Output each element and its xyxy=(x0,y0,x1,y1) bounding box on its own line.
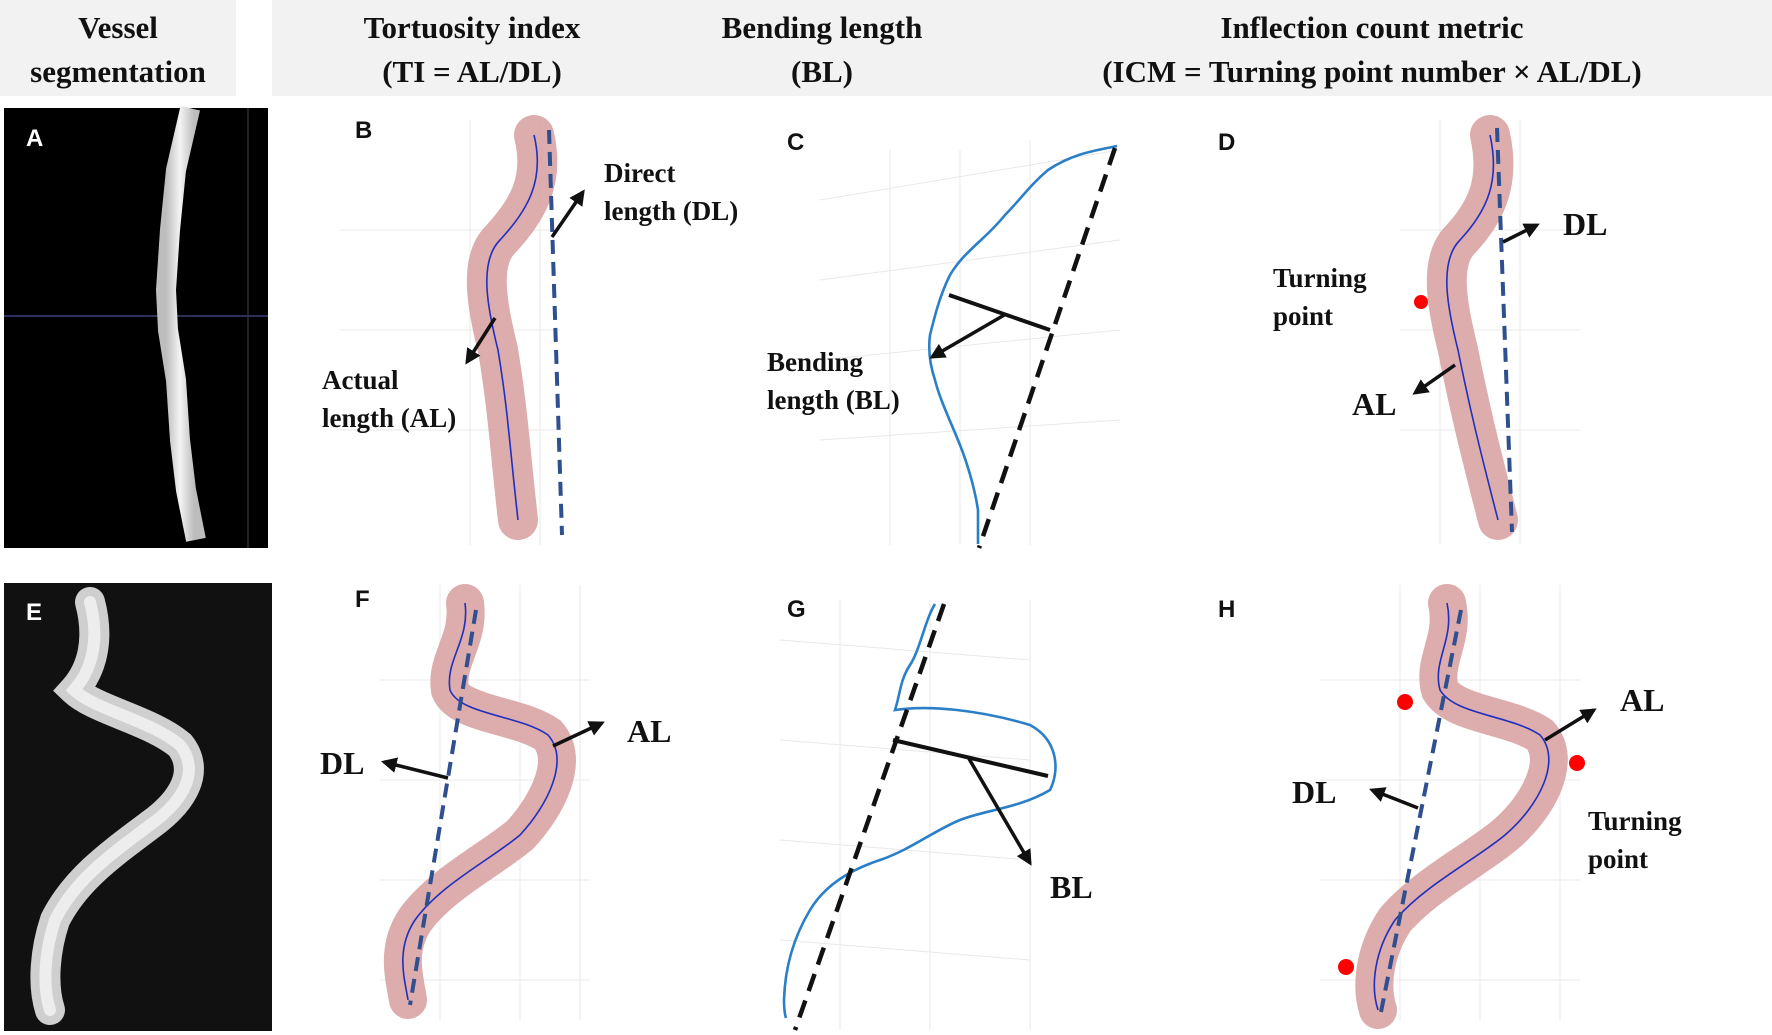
label-turning-point-h-line2: point xyxy=(1588,844,1648,874)
header-tortuosity: Tortuosity index (TI = AL/DL) xyxy=(272,0,672,96)
label-bending-length-c-line2: length (BL) xyxy=(767,385,900,415)
arrow-direct-b xyxy=(550,189,585,238)
label-bending-length-c: Bending length (BL) xyxy=(767,347,900,415)
panel-label-b: B xyxy=(355,117,372,144)
label-turning-point-d: Turning point xyxy=(1273,263,1373,331)
header-ti-line1: Tortuosity index xyxy=(363,10,581,45)
centerline-d xyxy=(1446,134,1499,521)
centerline-f xyxy=(402,602,558,1001)
label-turning-point-d-line2: point xyxy=(1273,301,1333,331)
header-seg-line1: Vessel xyxy=(78,10,158,45)
header-inflection: Inflection count metric (ICM = Turning p… xyxy=(972,0,1772,96)
direct-length-line-b xyxy=(547,129,564,536)
label-dl-h: DL xyxy=(1292,774,1336,810)
bending-perpendicular-c xyxy=(948,293,1051,332)
turning-point-h-3 xyxy=(1338,959,1354,975)
grid-g xyxy=(779,600,1031,1030)
turning-point-h-2 xyxy=(1569,755,1585,771)
arrow-dl-d xyxy=(1502,223,1540,244)
header-bl-line2: (BL) xyxy=(791,54,853,89)
panel-label-g: G xyxy=(787,596,806,623)
label-direct-length-b-line2: length (DL) xyxy=(604,196,738,226)
panel-label-a: A xyxy=(26,125,43,152)
label-dl-f: DL xyxy=(320,745,364,781)
label-turning-point-h-line1: Turning xyxy=(1588,806,1682,836)
panel-label-c: C xyxy=(787,129,804,156)
label-dl-d: DL xyxy=(1563,206,1607,242)
vessel-segmentation-a xyxy=(155,106,206,542)
label-direct-length-b-line1: Direct xyxy=(604,158,675,188)
arrow-bending-c xyxy=(929,312,1007,359)
arrow-al-h xyxy=(1544,708,1597,742)
panel-g: BL G xyxy=(779,596,1093,1031)
header-icm-line1: Inflection count metric xyxy=(1220,10,1524,45)
panel-f: DL AL F xyxy=(320,584,671,1020)
panel-label-e: E xyxy=(26,599,42,626)
vessel-curve-g xyxy=(782,603,1057,1019)
header-icm-line2: (ICM = Turning point number × AL/DL) xyxy=(1102,54,1642,89)
grid-c xyxy=(819,140,1121,545)
label-actual-length-b-line1: Actual xyxy=(322,365,399,395)
panel-c: Bending length (BL) C xyxy=(767,129,1121,549)
arrow-actual-b xyxy=(465,317,497,365)
arrow-al-d xyxy=(1412,363,1457,395)
label-actual-length-b: Actual length (AL) xyxy=(322,365,456,433)
label-al-d: AL xyxy=(1352,386,1396,422)
label-turning-point-h: Turning point xyxy=(1588,806,1688,874)
label-turning-point-d-line1: Turning xyxy=(1273,263,1367,293)
label-bl-g: BL xyxy=(1050,869,1093,905)
centerline-h xyxy=(1373,602,1550,1011)
panel-h: AL DL Turning point H xyxy=(1218,584,1688,1029)
turning-point-d xyxy=(1414,295,1428,309)
centerline-b xyxy=(486,134,539,521)
panel-e: E xyxy=(4,583,272,1031)
direct-length-line-h xyxy=(1379,609,1463,1013)
vessel-highlight-e xyxy=(39,596,195,1016)
arrow-dl-f xyxy=(380,757,449,780)
header-bl-line1: Bending length xyxy=(721,10,923,45)
label-al-h: AL xyxy=(1620,682,1664,718)
vessel-curve-c xyxy=(927,144,1118,544)
label-direct-length-b: Direct length (DL) xyxy=(604,158,738,226)
label-actual-length-b-line2: length (AL) xyxy=(322,403,456,433)
direct-line-c xyxy=(976,147,1118,549)
label-al-f: AL xyxy=(627,713,671,749)
direct-length-line-d xyxy=(1495,127,1514,533)
vessel-body-d xyxy=(1426,115,1518,540)
panel-b: Direct length (DL) Actual length (AL) B xyxy=(322,115,738,545)
panel-label-d: D xyxy=(1218,129,1235,156)
vessel-body-f xyxy=(383,584,576,1019)
panel-d: DL AL Turning point D xyxy=(1218,115,1607,545)
direct-line-g xyxy=(792,603,947,1031)
header-seg-line2: segmentation xyxy=(30,54,206,89)
arrow-dl-h xyxy=(1369,787,1419,810)
arrow-bending-g xyxy=(966,756,1032,866)
header-bending: Bending length (BL) xyxy=(672,0,972,96)
direct-length-line-f xyxy=(408,609,478,1006)
arrow-al-f xyxy=(552,721,605,748)
panel-label-f: F xyxy=(355,586,370,613)
vessel-body-h xyxy=(1355,584,1568,1029)
turning-point-h-1 xyxy=(1397,694,1413,710)
panel-a: A xyxy=(4,106,268,548)
header-ti-line2: (TI = AL/DL) xyxy=(382,54,562,89)
panel-label-h: H xyxy=(1218,596,1235,623)
header-segmentation: Vessel segmentation xyxy=(0,0,236,96)
segmentation-image-a xyxy=(4,108,268,548)
label-bending-length-c-line1: Bending xyxy=(767,347,864,377)
